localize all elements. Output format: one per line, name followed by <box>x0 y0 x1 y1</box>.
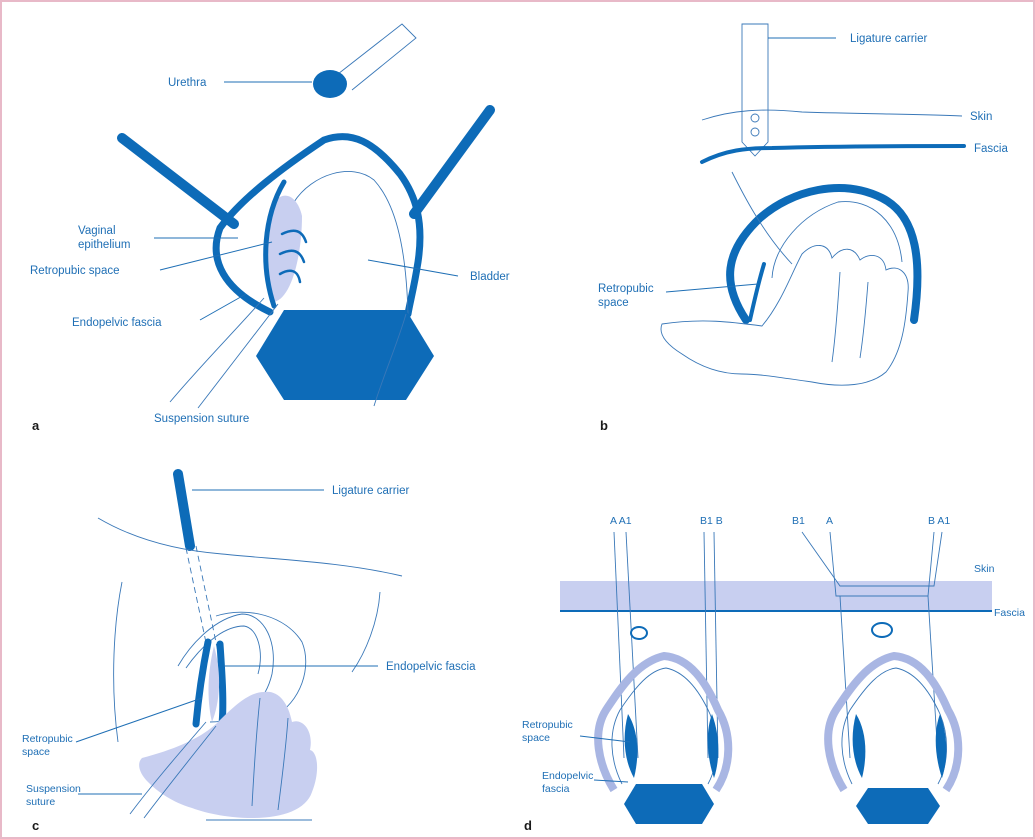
wall-d-left <box>598 656 728 790</box>
fascia-edge-b <box>750 264 764 320</box>
endopelvic-d-label-1: Endopelvic <box>542 770 593 782</box>
label-a-a1: A A1 <box>610 515 632 527</box>
panel-d: Skin Fascia A A1 B1 B B1 A B A1 <box>522 515 1025 833</box>
retropubic-d-label-2: space <box>522 732 550 744</box>
vaginal-epithelium-label-2: epithelium <box>78 239 130 251</box>
retropubic-c-leader <box>76 698 202 742</box>
label-b1-b: B1 B <box>700 515 723 527</box>
carrier-outline-a <box>338 24 416 90</box>
bladder-label: Bladder <box>470 271 510 283</box>
label-b-a1-right: B A1 <box>928 515 950 527</box>
retropubic-b-label-1: Retropubic <box>598 283 654 295</box>
retropubic-c-label-2: space <box>22 746 50 758</box>
retropubic-b-label-2: space <box>598 297 629 309</box>
label-b1-right: B1 <box>792 515 805 527</box>
fascia-d-label: Fascia <box>994 607 1025 619</box>
suture-d-right-cross-1 <box>802 532 942 586</box>
hand-outline-b <box>661 245 908 385</box>
panel-c-letter: c <box>32 818 39 833</box>
endopelvic-fascia-a-leader <box>200 294 246 320</box>
bladder-neck-a <box>256 310 434 400</box>
panel-a: Urethra Vaginal epithelium Retropubic sp… <box>30 24 510 433</box>
bladder-neck-d-right <box>856 788 940 824</box>
skin-d-label: Skin <box>974 563 995 575</box>
carrier-c-dash-1 <box>186 548 208 652</box>
urethra-d-left <box>631 627 647 639</box>
bladder-outline <box>294 171 408 314</box>
retractor-right <box>414 110 490 214</box>
ligature-carrier-b-label: Ligature carrier <box>850 33 928 45</box>
retractor-left <box>122 138 234 224</box>
suture-thread-1 <box>170 298 264 402</box>
suspension-suture-a-label: Suspension suture <box>154 413 249 425</box>
carrier-eye-2 <box>751 128 759 136</box>
retropubic-b-leader <box>666 284 758 292</box>
body-contour-left <box>114 582 122 742</box>
panel-d-letter: d <box>524 818 532 833</box>
retropubic-d-leader <box>580 736 630 742</box>
endopelvic-fascia-c-label: Endopelvic fascia <box>386 661 476 673</box>
urethra-shape <box>313 70 347 98</box>
skin-b <box>702 110 962 120</box>
vaginal-epithelium-label-1: Vaginal <box>78 225 116 237</box>
endopelvic-d-label-2: fascia <box>542 783 570 795</box>
fascia-d-right-a <box>853 714 866 778</box>
inner-wall-b <box>772 202 902 278</box>
carrier-c-dash-2 <box>196 546 218 652</box>
suture-d-right-down-1 <box>840 596 850 758</box>
suture-d-left-b1 <box>704 532 708 758</box>
retropubic-space-a-label: Retropubic space <box>30 265 120 277</box>
retropubic-c-label-1: Retropubic <box>22 733 73 745</box>
skin-b-label: Skin <box>970 111 992 123</box>
vaginal-wall <box>216 137 420 314</box>
suspension-suture-c-label-2: suture <box>26 796 55 808</box>
panel-b-letter: b <box>600 418 608 433</box>
body-contour-top <box>98 518 402 576</box>
fascia-c-left <box>196 642 208 724</box>
urethra-label: Urethra <box>168 77 207 89</box>
fascia-c-right <box>220 644 223 724</box>
panel-a-letter: a <box>32 418 40 433</box>
fascia-d-left-b <box>708 714 719 778</box>
finger-crease-2 <box>860 282 868 358</box>
ligature-carrier-c-label: Ligature carrier <box>332 485 410 497</box>
suture-d-left-a <box>614 532 624 758</box>
suspension-suture-c-label-1: Suspension <box>26 783 81 795</box>
carrier-eye-1 <box>751 114 759 122</box>
fascia-b-label: Fascia <box>974 143 1008 155</box>
panel-c: Ligature carrier Endopelvic fascia Retro… <box>22 474 476 833</box>
endopelvic-fascia-a-label: Endopelvic fascia <box>72 317 162 329</box>
urethra-d-right <box>872 623 892 637</box>
bladder-neck-d-left <box>624 784 714 824</box>
panel-b: Ligature carrier Skin Fascia Retropubic … <box>598 24 1008 433</box>
body-contour-right <box>352 592 380 672</box>
finger-crease-1 <box>832 272 840 362</box>
label-a-right: A <box>826 515 833 527</box>
fascia-d-right-b <box>936 714 947 778</box>
carrier-c <box>178 474 190 546</box>
fascia-d-left-a <box>625 714 638 778</box>
retropubic-d-label-1: Retropubic <box>522 719 573 731</box>
fascia-b <box>702 146 964 162</box>
